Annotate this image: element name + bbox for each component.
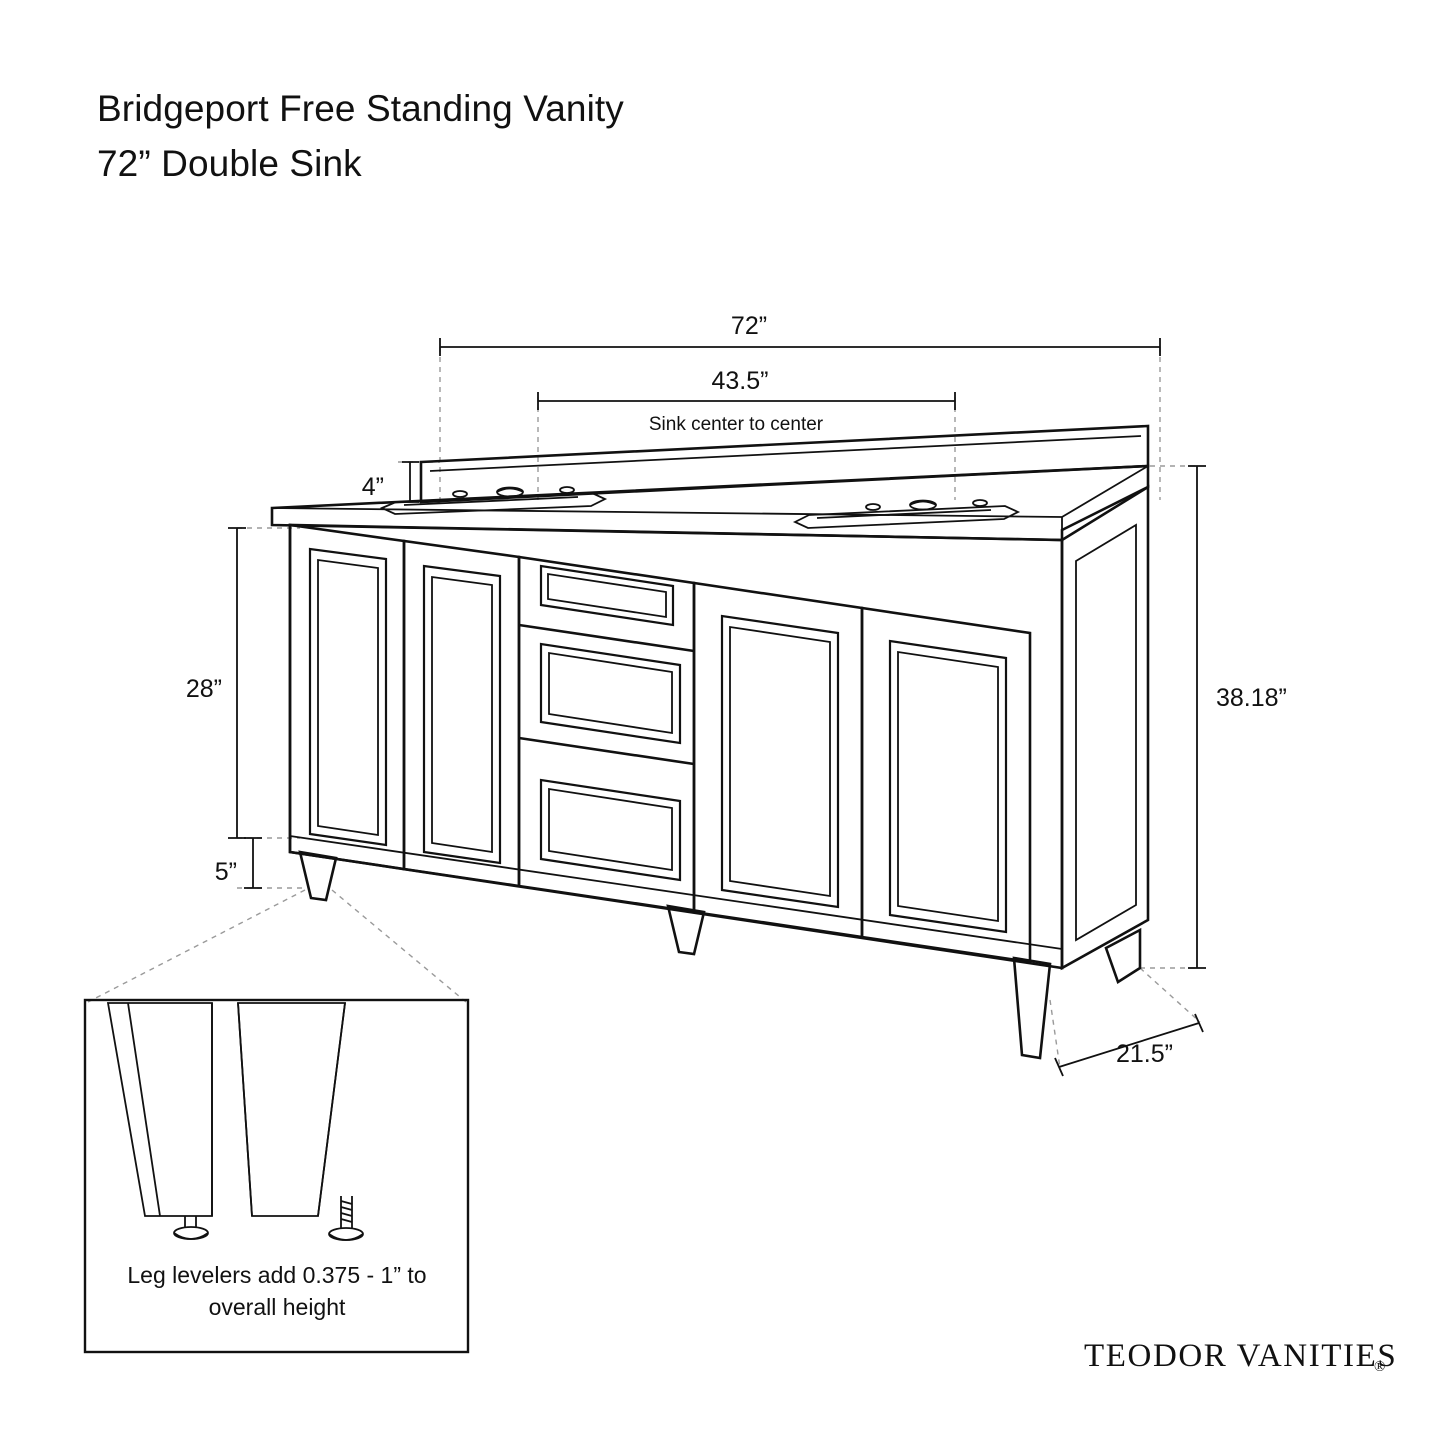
dimension-leg-height-label: 5” xyxy=(215,858,237,886)
door-1[interactable] xyxy=(288,523,406,871)
dimension-leg-height: 5” xyxy=(215,837,262,889)
drawer-bottom[interactable] xyxy=(539,778,682,882)
title-block: Bridgeport Free Standing Vanity 72” Doub… xyxy=(97,82,897,192)
door-2[interactable] xyxy=(402,539,521,888)
dimension-cabinet-height: 28” xyxy=(186,527,246,839)
sink-left xyxy=(379,486,608,515)
drawer-top[interactable] xyxy=(539,564,675,627)
countertop xyxy=(270,464,1150,542)
page-title-line-1: Bridgeport Free Standing Vanity xyxy=(97,88,624,129)
detail-leg-right xyxy=(237,1002,364,1241)
brand-logo: TEODOR VANITIES ® xyxy=(1084,1338,1397,1375)
drawer-stack xyxy=(517,555,696,914)
leg-front-left xyxy=(298,850,338,902)
page-title-line-2: 72” Double Sink xyxy=(97,142,362,184)
dimension-depth-label: 21.5” xyxy=(1116,1040,1173,1068)
leg-front-center xyxy=(666,904,706,956)
dimension-backsplash: 4” xyxy=(362,461,419,503)
drawer-middle[interactable] xyxy=(539,642,682,745)
leg-note-line-1: Leg levelers add 0.375 - 1” to xyxy=(127,1262,426,1288)
vanity-body xyxy=(270,424,1150,1060)
legs xyxy=(298,850,1142,1060)
leg-note-line-2: overall height xyxy=(209,1294,346,1320)
dimension-overall-height-label: 38.18” xyxy=(1216,684,1287,712)
leg-front-right xyxy=(1012,956,1052,1060)
dimension-backsplash-label: 4” xyxy=(362,473,384,501)
dimension-cabinet-height-label: 28” xyxy=(186,675,222,703)
callout-lines xyxy=(87,889,467,1003)
door-4[interactable] xyxy=(860,606,1032,964)
dimension-sink-center: 43.5” Sink center to center xyxy=(537,367,956,435)
dimension-overall-width-label: 72” xyxy=(731,312,767,340)
dimension-sink-center-value: 43.5” xyxy=(712,367,769,395)
dimension-overall-width: 72” xyxy=(439,312,1161,356)
cabinet-carcass xyxy=(288,484,1150,971)
door-3[interactable] xyxy=(692,581,864,939)
leg-detail-callout: Leg levelers add 0.375 - 1” to overall h… xyxy=(83,998,470,1354)
detail-leg-left xyxy=(106,1002,213,1240)
extension-lines xyxy=(237,347,1201,1069)
leg-back-right xyxy=(1104,927,1142,984)
dimension-overall-height: 38.18” xyxy=(1188,465,1287,969)
sink-right xyxy=(792,499,1021,529)
brand-name: TEODOR VANITIES xyxy=(1084,1338,1397,1374)
dimension-depth: 21.5” xyxy=(1054,1013,1204,1077)
dimension-sink-center-label: Sink center to center xyxy=(649,414,824,435)
backsplash xyxy=(419,424,1150,504)
brand-registered-mark: ® xyxy=(1374,1359,1385,1375)
